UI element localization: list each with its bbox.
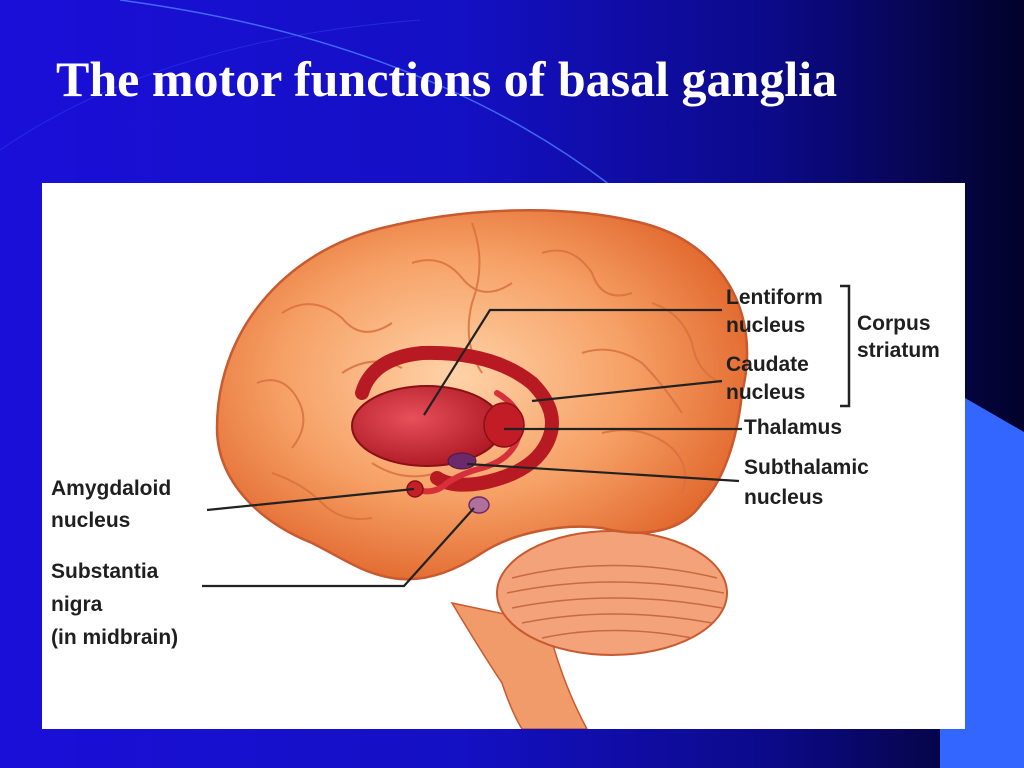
label-substantia-line1: Substantia (51, 560, 159, 583)
leader-line-subthalamic (466, 462, 740, 483)
thalamus (483, 402, 525, 448)
leader-line-amygdaloid (206, 487, 415, 512)
label-lentiform-line1: Lentiform (726, 286, 823, 309)
label-corpus-line1: Corpus (857, 312, 931, 335)
label-thalamus: Thalamus (744, 416, 843, 439)
label-subthalamic-line1: Subthalamic (744, 456, 869, 479)
corpus-striatum-bracket (840, 284, 851, 408)
label-corpus-line2: striatum (857, 339, 940, 362)
label-caudate-line2: nucleus (726, 381, 806, 404)
leader-line-substantia (202, 507, 475, 588)
label-substantia-line2: nigra (51, 593, 103, 616)
cerebellum (496, 530, 728, 656)
caudate-nucleus (355, 345, 559, 492)
lentiform-nucleus (351, 385, 503, 467)
label-amygdaloid-line2: nucleus (51, 509, 131, 532)
label-subthalamic-line2: nucleus (744, 486, 824, 509)
brain-diagram-figure: Lentiform nucleus Caudate nucleus Corpus… (42, 183, 965, 729)
slide-title: The motor functions of basal ganglia (56, 51, 838, 107)
label-caudate-line1: Caudate (726, 353, 809, 376)
leader-line-caudate (531, 379, 723, 403)
subthalamic-nucleus (447, 452, 477, 470)
leader-line-lentiform (423, 308, 722, 416)
leader-lines (202, 308, 742, 588)
cerebrum (215, 209, 749, 581)
brainstem (450, 601, 588, 729)
label-lentiform-line2: nucleus (726, 314, 806, 337)
label-substantia-line3: (in midbrain) (51, 626, 179, 649)
label-amygdaloid-line1: Amygdaloid (51, 477, 172, 500)
brain-illustration (202, 209, 851, 729)
